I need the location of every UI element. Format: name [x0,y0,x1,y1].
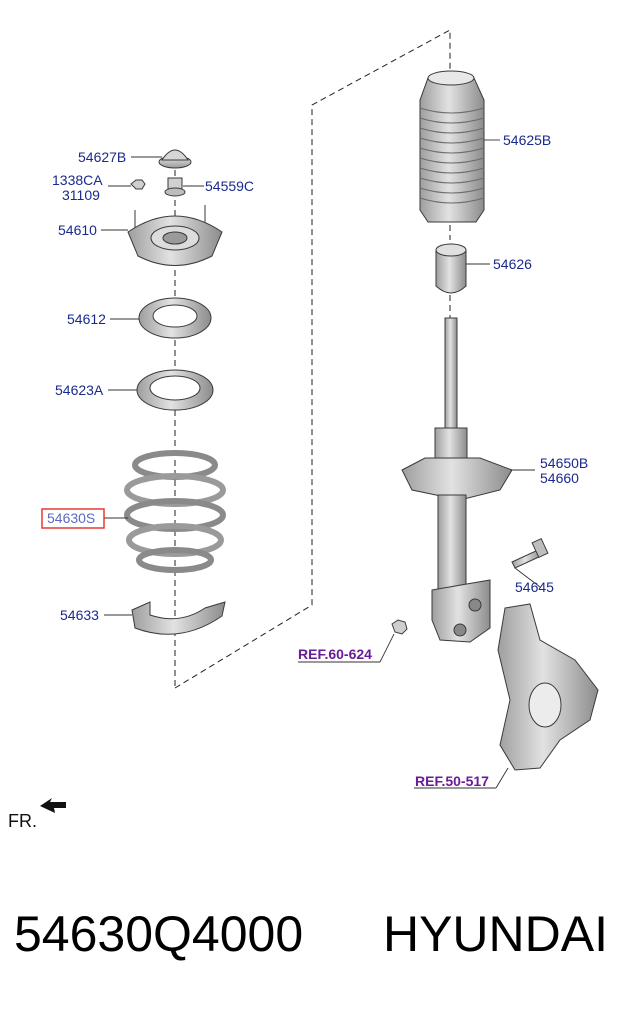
nut-54559c[interactable] [164,177,186,197]
bolt-54645[interactable] [511,537,549,569]
shock-absorber-54650b[interactable] [401,317,513,643]
nut-1338ca[interactable] [130,179,146,190]
dust-boot-54625b[interactable] [419,70,485,223]
assembly-guide-lines [174,29,451,689]
bump-stopper-54626[interactable] [435,243,467,294]
flange-nut[interactable] [391,619,408,635]
bearing-54612[interactable] [138,297,212,339]
leader-lines [101,139,541,789]
label-54645[interactable]: 54645 [515,579,554,595]
coil-spring-54630s[interactable] [124,450,226,573]
highlight-box-54630s [41,508,105,529]
part-number: 54630Q4000 [14,906,304,962]
steering-knuckle[interactable] [497,603,599,771]
strut-mount-54610[interactable] [127,205,223,266]
label-54612[interactable]: 54612 [67,311,106,327]
label-54633[interactable]: 54633 [60,607,99,623]
label-1338ca[interactable]: 1338CA [52,172,103,188]
label-31109[interactable]: 31109 [62,187,100,203]
label-54625b[interactable]: 54625B [503,132,551,148]
front-arrow-icon [40,798,66,813]
suspension-exploded-diagram: 54627B 1338CA 31109 54559C 54610 54612 5… [8,29,599,831]
label-54660[interactable]: 54660 [540,470,579,486]
lower-pad-54633[interactable] [131,601,226,635]
ref-60-624[interactable]: REF.60-624 [298,646,372,662]
label-54627b[interactable]: 54627B [78,149,126,165]
label-54630s[interactable]: 54630S [47,510,95,526]
label-54626[interactable]: 54626 [493,256,532,272]
ref-50-517[interactable]: REF.50-517 [415,773,489,789]
label-54610[interactable]: 54610 [58,222,97,238]
label-54559c[interactable]: 54559C [205,178,254,194]
label-54650b[interactable]: 54650B [540,455,588,471]
label-54623a[interactable]: 54623A [55,382,104,398]
front-direction-label: FR. [8,811,37,831]
product-footer: 54630Q4000 HYUNDAI [0,905,620,975]
cap-54627b[interactable] [158,149,192,169]
brand-name: HYUNDAI [382,906,608,962]
spring-pad-54623a[interactable] [136,369,214,411]
